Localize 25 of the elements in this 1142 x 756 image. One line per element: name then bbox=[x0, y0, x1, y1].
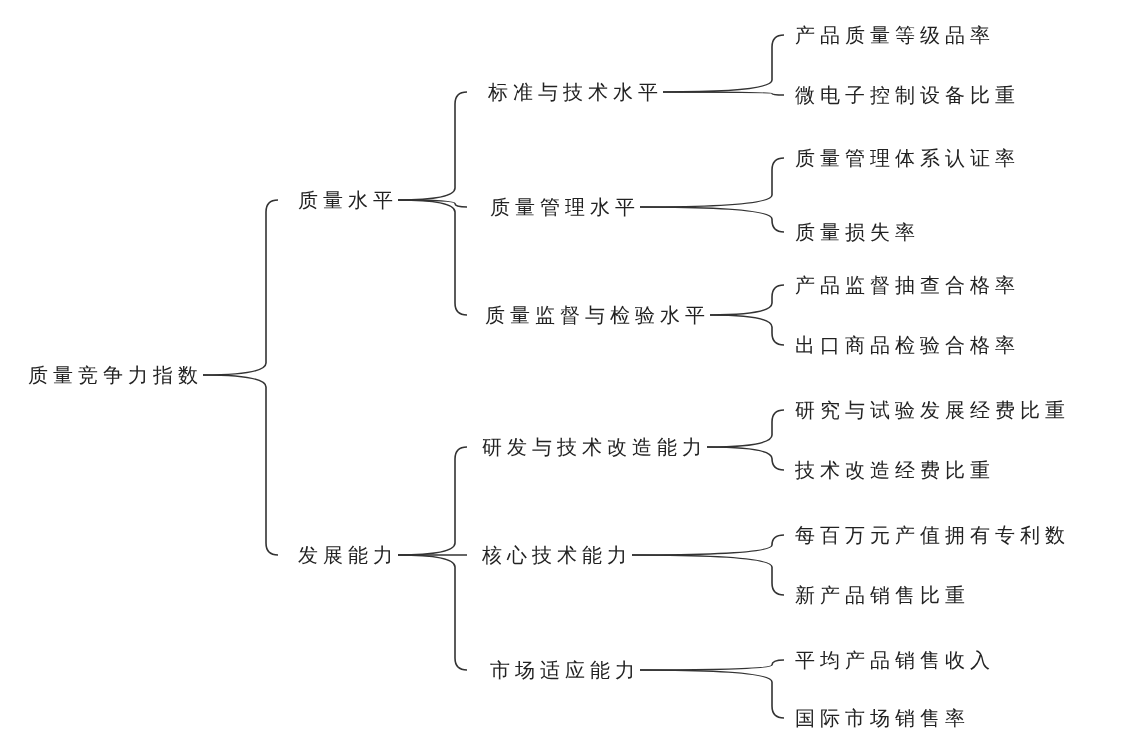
node-label: 质量竞争力指数 bbox=[24, 360, 203, 390]
node-label: 国际市场销售率 bbox=[784, 703, 970, 733]
node-label: 微电子控制设备比重 bbox=[784, 80, 1020, 110]
node-label: 发展能力 bbox=[278, 540, 398, 570]
node-label: 质量损失率 bbox=[784, 217, 920, 247]
node-label: 质量管理水平 bbox=[467, 192, 640, 222]
node-label: 平均产品销售收入 bbox=[784, 645, 995, 675]
brace-connector bbox=[706, 446, 785, 471]
node-label: 研发与技术改造能力 bbox=[467, 432, 707, 462]
node-label: 技术改造经费比重 bbox=[784, 455, 995, 485]
brace-connector bbox=[709, 314, 785, 346]
node-label: 质量水平 bbox=[278, 185, 398, 215]
node-label: 产品质量等级品率 bbox=[784, 20, 995, 50]
node-label: 质量管理体系认证率 bbox=[784, 143, 1020, 173]
node-label: 新产品销售比重 bbox=[784, 580, 970, 610]
node-label: 市场适应能力 bbox=[467, 655, 640, 685]
node-label: 出口商品检验合格率 bbox=[784, 330, 1020, 360]
node-label: 产品监督抽查合格率 bbox=[784, 270, 1020, 300]
brace-connector bbox=[639, 206, 785, 233]
node-label: 标准与技术水平 bbox=[467, 77, 663, 107]
node-label: 每百万元产值拥有专利数 bbox=[784, 520, 1070, 550]
node-label: 质量监督与检验水平 bbox=[467, 300, 710, 330]
node-label: 核心技术能力 bbox=[467, 540, 632, 570]
node-label: 研究与试验发展经费比重 bbox=[784, 395, 1070, 425]
brace-connector bbox=[662, 91, 785, 96]
